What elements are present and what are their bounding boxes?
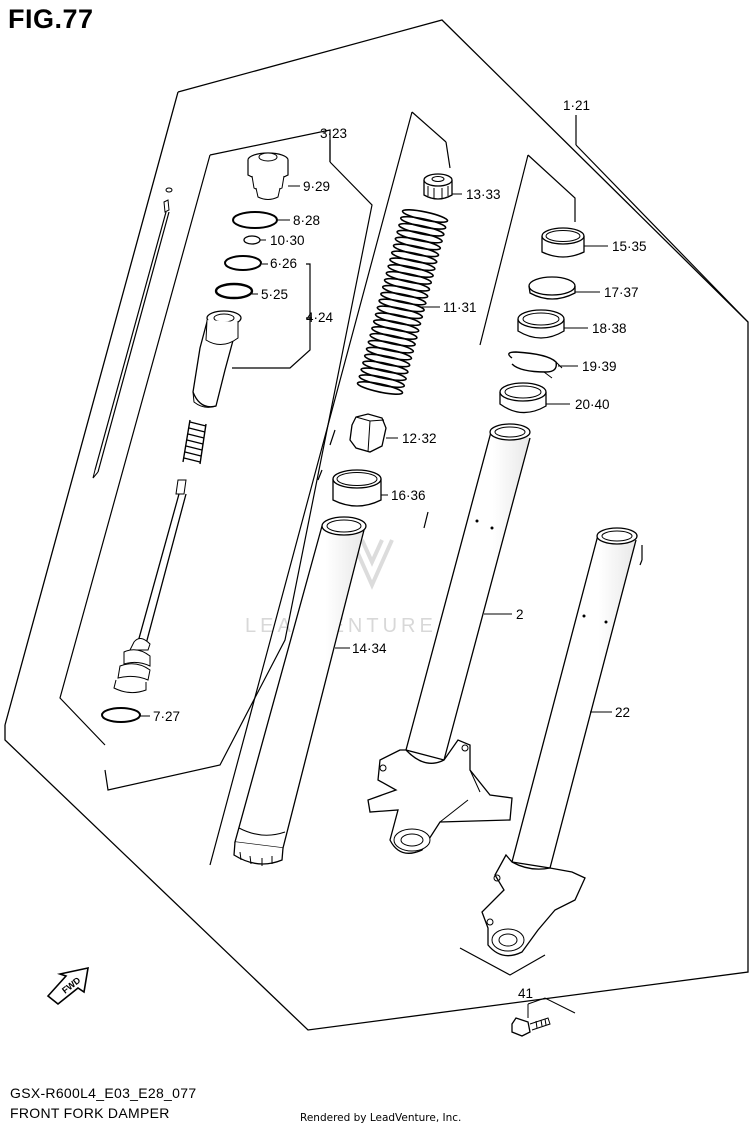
- fork-cap-bolt: [247, 152, 300, 200]
- ring-7: [101, 707, 141, 723]
- o-ring-8: [232, 211, 278, 229]
- callout-13-33: 13·33: [466, 187, 501, 202]
- spring-coil: [378, 298, 425, 313]
- fwd-arrow-icon: FWD: [46, 966, 89, 1006]
- damper-panel-frame: [59, 129, 373, 791]
- callout-5-25: 5·25: [261, 287, 288, 302]
- fork-spring: [356, 209, 449, 395]
- callout-10-30: 10·30: [270, 233, 305, 248]
- dust-seal-20: [499, 382, 570, 414]
- nut-10: [243, 235, 261, 245]
- middle-panel-frame: [209, 111, 451, 866]
- spring-coil: [392, 243, 440, 258]
- spring-coil: [385, 270, 433, 285]
- spring-coil: [374, 312, 422, 327]
- callout-8-28: 8·28: [293, 213, 320, 228]
- oil-seal-18: [517, 309, 588, 339]
- ring-6: [224, 255, 262, 271]
- bolt-41: [511, 997, 576, 1037]
- spring-adjuster: [423, 173, 462, 200]
- slide-bushing: [332, 469, 388, 507]
- adjuster-rod: [92, 187, 173, 479]
- diagram-name: FRONT FORK DAMPER: [10, 1105, 170, 1121]
- spring-coil: [389, 257, 436, 272]
- spring-coil: [381, 284, 429, 299]
- spring-coil: [367, 339, 415, 354]
- spring-coil: [401, 209, 449, 223]
- washer-17: [528, 276, 600, 300]
- outer-tube-22: [481, 527, 638, 957]
- callout-9-29: 9·29: [303, 179, 330, 194]
- spring-coil: [358, 374, 406, 389]
- callout-14-34: 14·34: [352, 641, 387, 656]
- circlip-19: [508, 351, 578, 379]
- spring-spacer: [349, 413, 398, 453]
- spring-coil: [356, 381, 404, 395]
- callout-2: 2: [516, 607, 524, 622]
- spring-coil: [372, 319, 420, 334]
- callout-15-35: 15·35: [612, 239, 647, 254]
- callout-1-21: 1·21: [563, 98, 590, 113]
- spring-coil: [387, 264, 434, 278]
- callout-4-24: 4·24: [306, 310, 334, 325]
- model-code: GSX-R600L4_E03_E28_077: [10, 1085, 197, 1101]
- right-panel-frame: [459, 154, 643, 976]
- damper-rod: [113, 479, 187, 694]
- spring-coil: [398, 222, 445, 237]
- spring-coil: [376, 305, 424, 320]
- spring-coil: [371, 326, 418, 340]
- spring-coil: [365, 346, 413, 361]
- callout-3-23: 3·23: [320, 126, 347, 141]
- spring-coil: [394, 236, 442, 251]
- figure-title: FIG.77: [8, 4, 94, 34]
- callout-7-27: 7·27: [153, 709, 180, 724]
- callout-6-26: 6·26: [270, 256, 297, 271]
- spring-coil: [396, 229, 443, 244]
- callout-22: 22: [615, 705, 630, 720]
- render-credit: Rendered by LeadVenture, Inc.: [300, 1112, 462, 1124]
- spring-coil: [360, 367, 407, 382]
- ring-5: [214, 282, 254, 300]
- callout-12-32: 12·32: [402, 431, 437, 446]
- callout-16-36: 16·36: [391, 488, 426, 503]
- bracket-4-24: [232, 263, 312, 369]
- spring-coil: [383, 277, 431, 292]
- spring-coil: [369, 332, 416, 347]
- spring-coil: [399, 215, 447, 230]
- spring-coil: [363, 353, 411, 368]
- middle-panel-dashes: [317, 429, 429, 529]
- callout-18-38: 18·38: [592, 321, 627, 336]
- damper-housing: [192, 310, 242, 408]
- callout-11-31: 11·31: [443, 300, 477, 315]
- callout-41: 41: [518, 986, 533, 1001]
- callout-17-37: 17·37: [604, 285, 639, 300]
- outer-frame: [4, 19, 749, 1031]
- damper-cylinder: [233, 516, 367, 866]
- oil-seal-15: [541, 227, 608, 258]
- spring-coil: [380, 291, 427, 306]
- inner-tube-2: [367, 423, 531, 854]
- spring-coil: [390, 250, 438, 265]
- callout-19-39: 19·39: [582, 359, 617, 374]
- small-spring: [182, 419, 207, 465]
- callout-20-40: 20·40: [575, 397, 610, 412]
- spring-coil: [362, 360, 409, 375]
